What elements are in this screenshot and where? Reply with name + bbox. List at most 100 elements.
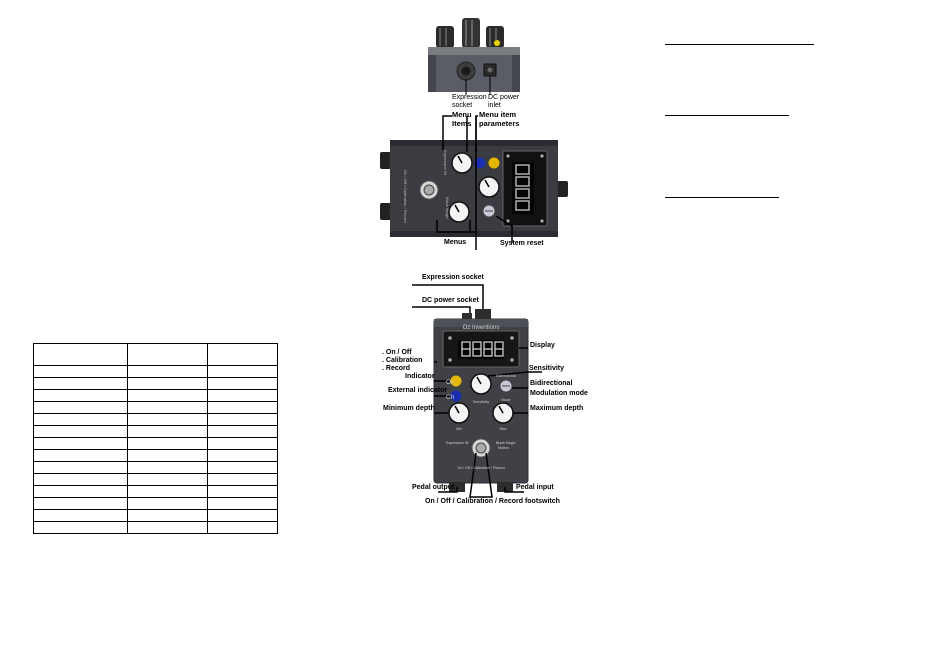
- table-cell: [33, 365, 128, 378]
- menus-label: Menus: [444, 239, 467, 246]
- table-cell: [207, 473, 278, 486]
- top-dc-power-inlet-label: DC power inlet: [488, 94, 520, 110]
- rule-line-3: [665, 197, 779, 198]
- table-cell: [207, 365, 278, 378]
- table-cell: [33, 413, 128, 426]
- svg-text:Black Magic: Black Magic: [496, 441, 516, 445]
- svg-text:Expression IN: Expression IN: [443, 150, 448, 175]
- table-cell: [207, 425, 278, 438]
- table-cell: [33, 521, 128, 534]
- table-row: [33, 365, 278, 378]
- svg-text:On / Off / Calibration / Recor: On / Off / Calibration / Record: [457, 466, 504, 470]
- table-cell: [127, 365, 208, 378]
- table-cell: [33, 343, 128, 366]
- svg-text:Expression IN: Expression IN: [446, 441, 469, 445]
- dc-power-socket-label: DC power socket: [422, 297, 479, 304]
- svg-text:Max: Max: [500, 427, 507, 431]
- table-cell: [127, 437, 208, 450]
- table-cell: [33, 485, 128, 498]
- empty-table: [33, 343, 278, 534]
- bidirectional-mode-label: Bidirectional Modulation mode: [530, 380, 588, 397]
- table-cell: [33, 497, 128, 510]
- table-cell: [207, 377, 278, 390]
- table-row: [33, 509, 278, 522]
- svg-text:Mode: Mode: [502, 398, 511, 402]
- table-cell: [33, 437, 128, 450]
- table-cell: [127, 343, 208, 366]
- svg-text:On / Off / Calibration / Recor: On / Off / Calibration / Record: [403, 170, 408, 223]
- mode-item-on-off: . On / Off: [382, 349, 412, 356]
- table-cell: [207, 437, 278, 450]
- table-row: [33, 521, 278, 534]
- svg-text:On: On: [446, 379, 455, 386]
- menu-item-parameters-label: Menu item parameters: [479, 110, 520, 128]
- table-cell: [33, 401, 128, 414]
- table-cell: [207, 413, 278, 426]
- minimum-depth-label: Minimum depth: [383, 405, 435, 412]
- table-cell: [207, 401, 278, 414]
- table-cell: [127, 425, 208, 438]
- table-row: [33, 389, 278, 402]
- display-label: Display: [530, 342, 555, 349]
- maximum-depth-label: Maximum depth: [530, 405, 584, 412]
- table-row: [33, 485, 278, 498]
- sensitivity-label: Sensitivity: [529, 365, 565, 372]
- table-row: [33, 449, 278, 462]
- table-cell: [207, 389, 278, 402]
- table-cell: [127, 497, 208, 510]
- indicator-label: Indicator: [405, 373, 435, 380]
- table-cell: [127, 377, 208, 390]
- table-cell: [33, 377, 128, 390]
- table-row: [33, 437, 278, 450]
- table-cell: [33, 473, 128, 486]
- table-row: [33, 473, 278, 486]
- table-cell: [127, 413, 208, 426]
- system-reset-label: System reset: [500, 240, 544, 247]
- table-cell: [127, 461, 208, 474]
- pedal-input-label: Pedal input: [516, 484, 554, 491]
- table-cell: [33, 509, 128, 522]
- table-cell: [127, 485, 208, 498]
- table-row: [33, 461, 278, 474]
- table-cell: [207, 449, 278, 462]
- footswitch-label: On / Off / Calibration / Record footswit…: [425, 498, 560, 505]
- rule-line-1: [665, 44, 814, 45]
- mode-item-calibration: . Calibration: [382, 357, 423, 365]
- table-cell: [127, 389, 208, 402]
- mode-item-record: . Record: [382, 365, 411, 373]
- table-row: [33, 343, 278, 366]
- table-cell: [33, 425, 128, 438]
- table-cell: [127, 509, 208, 522]
- table-cell: [33, 449, 128, 462]
- table-cell: [207, 509, 278, 522]
- table-cell: [207, 343, 278, 366]
- table-row: [33, 401, 278, 414]
- front-brand-print: Oz Inventions: [463, 325, 500, 331]
- svg-text:Bidirectional: Bidirectional: [496, 374, 516, 378]
- table-cell: [127, 401, 208, 414]
- svg-text:Motion: Motion: [498, 446, 509, 450]
- pedal-output-label: Pedal output: [412, 484, 455, 491]
- svg-text:Sensitivity: Sensitivity: [473, 400, 489, 404]
- table-row: [33, 377, 278, 390]
- table-row: [33, 413, 278, 426]
- table-cell: [127, 473, 208, 486]
- table-cell: [127, 449, 208, 462]
- table-cell: [207, 461, 278, 474]
- mode-list: . On / Off . Calibration . Record: [382, 349, 422, 373]
- expression-socket-label: Expression socket: [422, 274, 484, 281]
- svg-text:Ch: Ch: [446, 394, 455, 401]
- table-row: [33, 425, 278, 438]
- rule-line-2: [665, 115, 789, 116]
- table-cell: [207, 497, 278, 510]
- table-cell: [33, 461, 128, 474]
- table-cell: [207, 521, 278, 534]
- table-cell: [33, 389, 128, 402]
- svg-text:Min: Min: [456, 427, 462, 431]
- table-cell: [207, 485, 278, 498]
- menu-items-label: Menu Items: [452, 110, 472, 128]
- table-cell: [127, 521, 208, 534]
